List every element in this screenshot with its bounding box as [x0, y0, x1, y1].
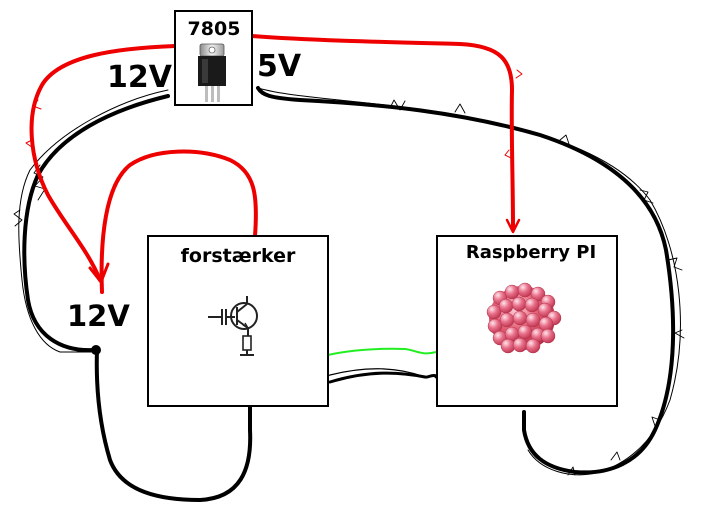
- regulator-box: [174, 10, 253, 106]
- raspberry-drupelet: [498, 298, 514, 314]
- positive-wire-12v: [29, 44, 177, 282]
- raspberry-drupelet: [525, 338, 541, 354]
- positive-wire-5v-arrow: [505, 218, 521, 234]
- positive-wire-5v: [250, 34, 515, 230]
- to220-regulator-icon: [198, 43, 226, 102]
- raspberry-drupelet: [540, 328, 556, 344]
- raspberry-drupelet: [504, 284, 520, 300]
- amplifier-module[interactable]: forstærker: [147, 235, 329, 407]
- raspberry-drupelet: [512, 310, 528, 326]
- ground-wire-left: [22, 94, 170, 353]
- ground-wire-loop: [13, 86, 685, 502]
- ground-wire-right: [256, 86, 676, 475]
- signal-wire: [327, 347, 437, 356]
- raspberry-drupelet: [517, 282, 533, 298]
- input-voltage-label: 12V: [107, 60, 173, 95]
- positive-wire-12v-sketch: [25, 99, 42, 149]
- output-voltage-label: 5V: [257, 49, 302, 84]
- raspberry-drupelet: [499, 312, 515, 328]
- positive-wires: [25, 34, 523, 294]
- supply-voltage-label: 12V: [67, 299, 130, 333]
- raspberry-drupelet: [525, 312, 541, 328]
- raspberry-icon: [486, 282, 562, 354]
- voltage-regulator[interactable]: 7805: [174, 10, 253, 106]
- raspberry-drupelet: [517, 324, 533, 340]
- pi-label: Raspberry PI: [466, 242, 596, 263]
- raspberry-drupelet: [524, 297, 540, 313]
- ground-wire-between-boxes-thick: [328, 371, 438, 384]
- raspberry-drupelet: [512, 337, 528, 353]
- ground-wire-bottom: [94, 348, 253, 502]
- ground-junction-dot: [91, 345, 101, 355]
- regulator-label: 7805: [188, 18, 241, 40]
- amplifier-label: forstærker: [181, 245, 296, 267]
- positive-wire-5v-sketch: [504, 69, 523, 159]
- raspberry-pi-module[interactable]: Raspberry PI: [436, 235, 618, 407]
- positive-wire-amplifier: [99, 149, 258, 294]
- raspberry-drupelet: [511, 296, 527, 312]
- transistor-amplifier-icon: [208, 296, 258, 356]
